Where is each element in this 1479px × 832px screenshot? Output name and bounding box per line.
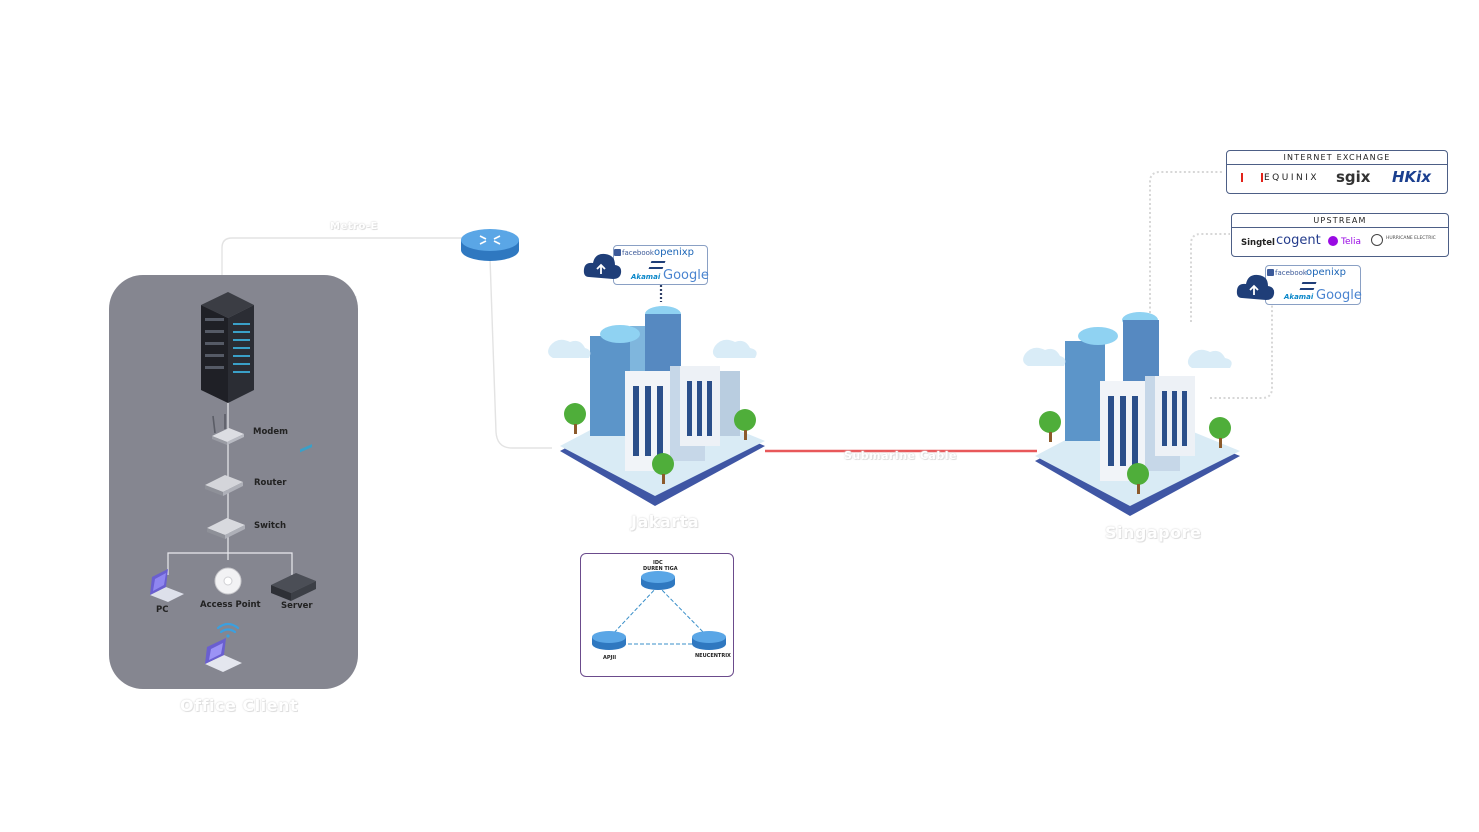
singapore-cloud-icon	[1236, 274, 1275, 300]
pc-label: PC	[156, 605, 169, 615]
jkt-google-logo: Google	[663, 268, 709, 283]
jakarta-cloud-icon	[583, 253, 622, 279]
jakarta-label: Jakarta	[631, 512, 700, 531]
sgp-ix-line	[1149, 171, 1224, 322]
telia-logo: Telia	[1341, 237, 1362, 247]
ring-apjii-label: APJII	[603, 655, 617, 661]
access-point-icon	[214, 567, 242, 595]
sgp-openixp-logo: openixp	[1306, 267, 1346, 278]
hurricane-electric-logo: HURRICANE ELECTRIC	[1386, 236, 1436, 241]
upstream-box: UPSTREAM Singtel cogent Telia HURRICANE …	[1231, 213, 1449, 257]
equinix-mark-icon	[1241, 173, 1263, 182]
server-label: Server	[281, 601, 313, 611]
neucentrix-router-icon	[692, 631, 726, 650]
jakarta-cdn-card	[613, 245, 708, 285]
metro-e-line	[221, 237, 462, 292]
ring-neucentrix-label: NEUCENTRIX	[695, 653, 731, 659]
singtel-logo: Singtel	[1241, 238, 1275, 248]
jakarta-datacenter-icon	[548, 306, 765, 506]
apjii-router-icon	[592, 631, 626, 650]
sgix-logo: sgix	[1336, 168, 1371, 186]
sgp-facebook-logo: facebook	[1275, 269, 1307, 277]
server-box-icon	[271, 444, 316, 601]
access-point-label: Access Point	[200, 600, 261, 610]
upstream-title: UPSTREAM	[1313, 216, 1367, 225]
he-mark-icon	[1371, 234, 1383, 246]
singapore-datacenter-icon	[1023, 312, 1240, 516]
equinix-logo: EQUINIX	[1264, 173, 1320, 183]
sgp-ixp-mark-icon	[1299, 282, 1317, 290]
modem-label: Modem	[253, 427, 289, 437]
router-jakarta-line	[489, 257, 552, 449]
wifi-icon	[216, 622, 240, 638]
modem-icon	[212, 414, 244, 445]
metro-e-label: Metro-E	[330, 221, 378, 232]
internet-exchange-title: INTERNET EXCHANGE	[1283, 153, 1391, 162]
sgp-akamai-logo: Akamai	[1284, 293, 1314, 301]
internet-exchange-box: INTERNET EXCHANGE EQUINIX sgix HKix	[1226, 150, 1448, 194]
ring-duren-tiga-label: DUREN TIGA	[643, 566, 678, 572]
jkt-facebook-logo: facebook	[622, 249, 654, 257]
client-laptop-icon	[205, 638, 242, 672]
ring-idc-label: IDC	[653, 560, 663, 566]
switch-icon	[207, 518, 245, 539]
jkt-openixp-logo: openixp	[654, 247, 694, 258]
core-router-icon	[461, 229, 519, 261]
switch-label: Switch	[254, 521, 287, 531]
sgp-cdn-line	[1210, 305, 1273, 399]
jkt-facebook-icon	[614, 249, 621, 256]
sgp-facebook-icon	[1267, 269, 1274, 276]
router-label: Router	[254, 478, 287, 488]
submarine-cable-label: Submarine Cable	[844, 449, 957, 462]
pc-icon	[150, 569, 184, 602]
office-client-title: Office Client	[180, 696, 299, 715]
idc-router-icon	[641, 571, 675, 590]
ring-topology-diagram	[592, 571, 726, 650]
hkix-logo: HKix	[1392, 168, 1431, 186]
jkt-akamai-logo: Akamai	[631, 273, 661, 281]
singapore-cdn-card	[1265, 265, 1361, 305]
cogent-logo: cogent	[1276, 233, 1321, 248]
telia-mark-icon	[1328, 236, 1338, 246]
router-icon	[205, 475, 243, 496]
singapore-label: Singapore	[1105, 523, 1202, 542]
server-rack-icon	[201, 292, 254, 403]
sgp-google-logo: Google	[1316, 288, 1362, 303]
sgp-upstream-line	[1190, 233, 1230, 322]
